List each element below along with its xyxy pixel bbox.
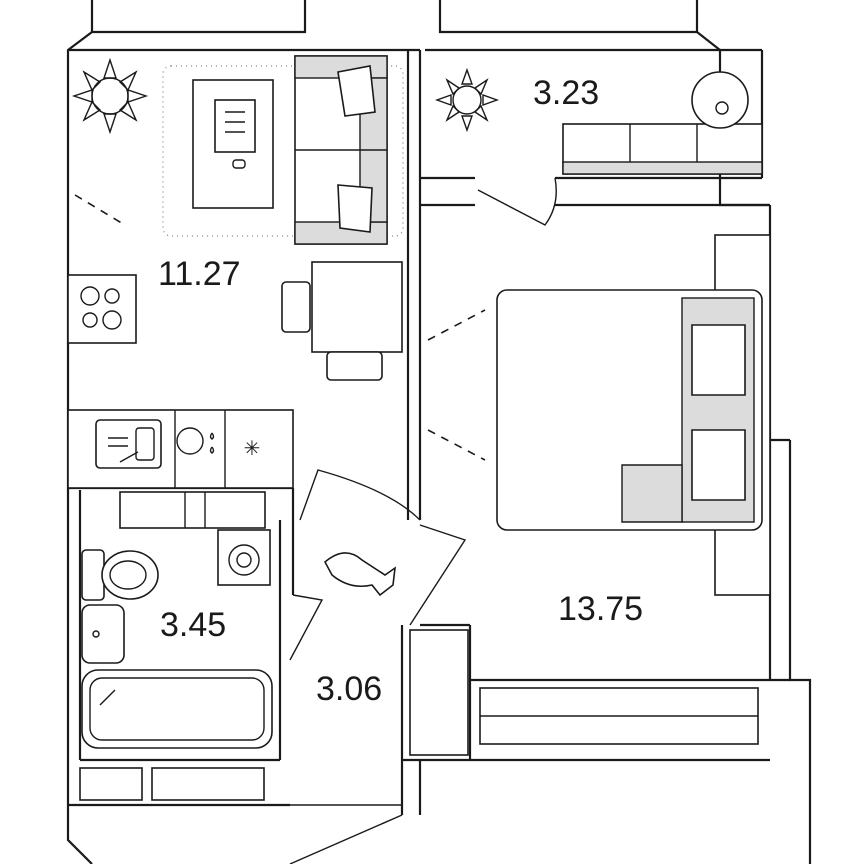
radiator <box>479 687 759 745</box>
interior-walls <box>68 50 770 815</box>
cat-icon <box>323 552 397 597</box>
balcony-area: 3.23 <box>533 74 599 112</box>
washbasin <box>81 604 125 664</box>
stove-icon <box>67 274 137 344</box>
doors <box>74 177 557 864</box>
sofa-icon <box>562 123 763 175</box>
hallway-area: 3.06 <box>316 670 382 708</box>
washing-machine-icon <box>217 529 271 586</box>
plant-icon <box>71 57 149 135</box>
dishwasher <box>176 427 215 455</box>
living-kitchen-area: 11.27 <box>158 255 241 293</box>
toilet-icon <box>81 549 159 601</box>
side-table <box>691 71 749 129</box>
snowflake-icon: ✳ <box>244 436 261 460</box>
bathroom-area: 3.45 <box>160 606 226 644</box>
sofa-icon <box>294 55 388 245</box>
shoe-cabinet <box>409 629 469 756</box>
chair <box>281 281 383 381</box>
bath-shelves <box>119 491 266 529</box>
svg-text:✳: ✳ <box>244 436 261 460</box>
bathtub-icon <box>81 669 273 749</box>
laptop-icon <box>214 99 256 169</box>
dining-table <box>311 261 403 353</box>
bed-icon <box>496 289 763 531</box>
bedroom-area: 13.75 <box>558 590 643 628</box>
storage-cabinets <box>79 767 265 801</box>
sink-icon <box>95 419 162 469</box>
plant-icon <box>434 67 500 133</box>
